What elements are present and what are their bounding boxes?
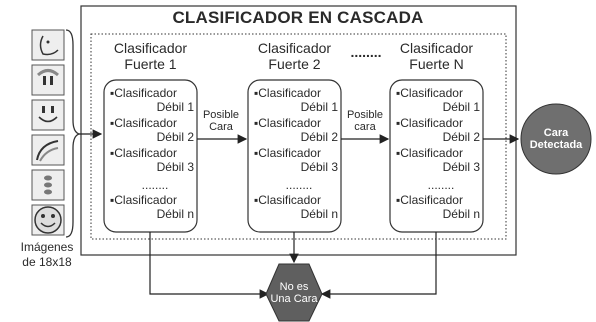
weak-classifier-number: Débil 1 <box>300 100 338 114</box>
weak-classifier-number: Débil 1 <box>156 100 194 114</box>
strong-title-line: Clasificador <box>113 40 188 56</box>
images-label-line: de 18x18 <box>22 255 72 269</box>
weak-ellipsis: ........ <box>141 178 169 192</box>
reject-line-stageN <box>320 232 437 299</box>
weak-classifier-number: Débil 1 <box>442 100 480 114</box>
edge-label-line: Posible <box>202 109 240 121</box>
edge-label-line: cara <box>354 121 376 133</box>
weak-classifier-name: ▪Clasificador <box>254 86 321 100</box>
input-image-tile <box>31 29 65 61</box>
weak-classifier-number: Débil 3 <box>442 160 480 174</box>
strong-classifier-title-n: Clasificador Fuerte N <box>390 40 483 72</box>
weak-classifier-number: Débil n <box>156 207 194 221</box>
face-smile-icon <box>38 106 58 123</box>
rejected-line: Una Cara <box>270 293 318 305</box>
smiley-face-icon <box>34 206 62 234</box>
detected-line: Cara <box>543 127 569 139</box>
face-left-profile-icon <box>39 35 59 56</box>
weak-classifier-n-1: ▪Clasificador Débil 1 <box>396 86 480 114</box>
edge-label-line: Cara <box>209 121 233 133</box>
weak-classifier-n-3: ▪Clasificador Débil 3 <box>396 146 480 174</box>
strong-title-line: Fuerte 2 <box>268 56 321 72</box>
weak-classifier-name: ▪Clasificador <box>254 116 321 130</box>
weak-ellipsis: ........ <box>285 178 313 192</box>
weak-classifier-name: ▪Clasificador <box>110 193 177 207</box>
face-nose-icon <box>44 175 52 195</box>
weak-classifier-number: Débil 2 <box>300 130 338 144</box>
face-detected-node <box>520 103 592 175</box>
input-image-tile <box>31 99 65 131</box>
edge-label-possible-face-2: Posible cara <box>342 109 388 133</box>
strong-classifier-title-2: Clasificador Fuerte 2 <box>248 40 341 72</box>
weak-classifier-1-2: ▪Clasificador Débil 2 <box>110 116 194 144</box>
weak-classifier-name: ▪Clasificador <box>254 146 321 160</box>
weak-classifier-2-2: ▪Clasificador Débil 2 <box>254 116 338 144</box>
diagram-title: CLASIFICADOR EN CASCADA <box>172 8 424 27</box>
weak-classifier-1-3: ▪Clasificador Débil 3 <box>110 146 194 174</box>
cascade-inner-dotted-box <box>90 33 507 240</box>
input-brace <box>65 29 82 238</box>
weak-classifier-name: ▪Clasificador <box>110 116 177 130</box>
weak-classifier-number: Débil 3 <box>300 160 338 174</box>
weak-ellipsis: ........ <box>427 178 455 192</box>
weak-classifier-name: ▪Clasificador <box>396 146 463 160</box>
detected-line: Detectada <box>529 139 583 151</box>
weak-classifier-name: ▪Clasificador <box>396 116 463 130</box>
weak-classifier-n-2: ▪Clasificador Débil 2 <box>396 116 480 144</box>
face-detected-label: Cara Detectada <box>521 127 591 151</box>
face-curve-icon <box>36 140 59 162</box>
images-size-label: Imágenes de 18x18 <box>8 240 86 270</box>
weak-classifier-2-n: ▪Clasificador Débil n <box>254 193 338 221</box>
weak-classifier-number: Débil n <box>300 207 338 221</box>
weak-classifier-number: Débil n <box>442 207 480 221</box>
edge-label-possible-face-1: Posible Cara <box>198 109 244 133</box>
input-images <box>31 29 65 236</box>
weak-classifier-2-1: ▪Clasificador Débil 1 <box>254 86 338 114</box>
not-a-face-label: No es Una Cara <box>264 281 324 305</box>
rejected-line: No es <box>279 281 309 293</box>
weak-classifier-number: Débil 3 <box>156 160 194 174</box>
strong-title-line: Clasificador <box>257 40 332 56</box>
stages-ellipsis: ........ <box>350 44 382 60</box>
strong-title-line: Clasificador <box>399 40 474 56</box>
input-image-tile <box>31 134 65 166</box>
not-a-face-node <box>265 263 323 322</box>
face-eyes-icon <box>36 69 60 85</box>
weak-classifier-1-1: ▪Clasificador Débil 1 <box>110 86 194 114</box>
reject-line-stage1 <box>149 232 270 299</box>
weak-classifier-number: Débil 2 <box>442 130 480 144</box>
strong-title-line: Fuerte 1 <box>124 56 177 72</box>
weak-classifier-n-n: ▪Clasificador Débil n <box>396 193 480 221</box>
weak-classifier-name: ▪Clasificador <box>396 193 463 207</box>
weak-classifier-number: Débil 2 <box>156 130 194 144</box>
strong-classifier-title-1: Clasificador Fuerte 1 <box>104 40 197 72</box>
weak-classifier-name: ▪Clasificador <box>396 86 463 100</box>
images-label-line: Imágenes <box>20 240 74 254</box>
weak-classifier-2-3: ▪Clasificador Débil 3 <box>254 146 338 174</box>
weak-classifier-name: ▪Clasificador <box>254 193 321 207</box>
edge-label-line: Posible <box>346 109 384 121</box>
weak-classifier-name: ▪Clasificador <box>110 86 177 100</box>
weak-classifier-name: ▪Clasificador <box>110 146 177 160</box>
weak-classifier-1-n: ▪Clasificador Débil n <box>110 193 194 221</box>
strong-title-line: Fuerte N <box>409 56 464 72</box>
